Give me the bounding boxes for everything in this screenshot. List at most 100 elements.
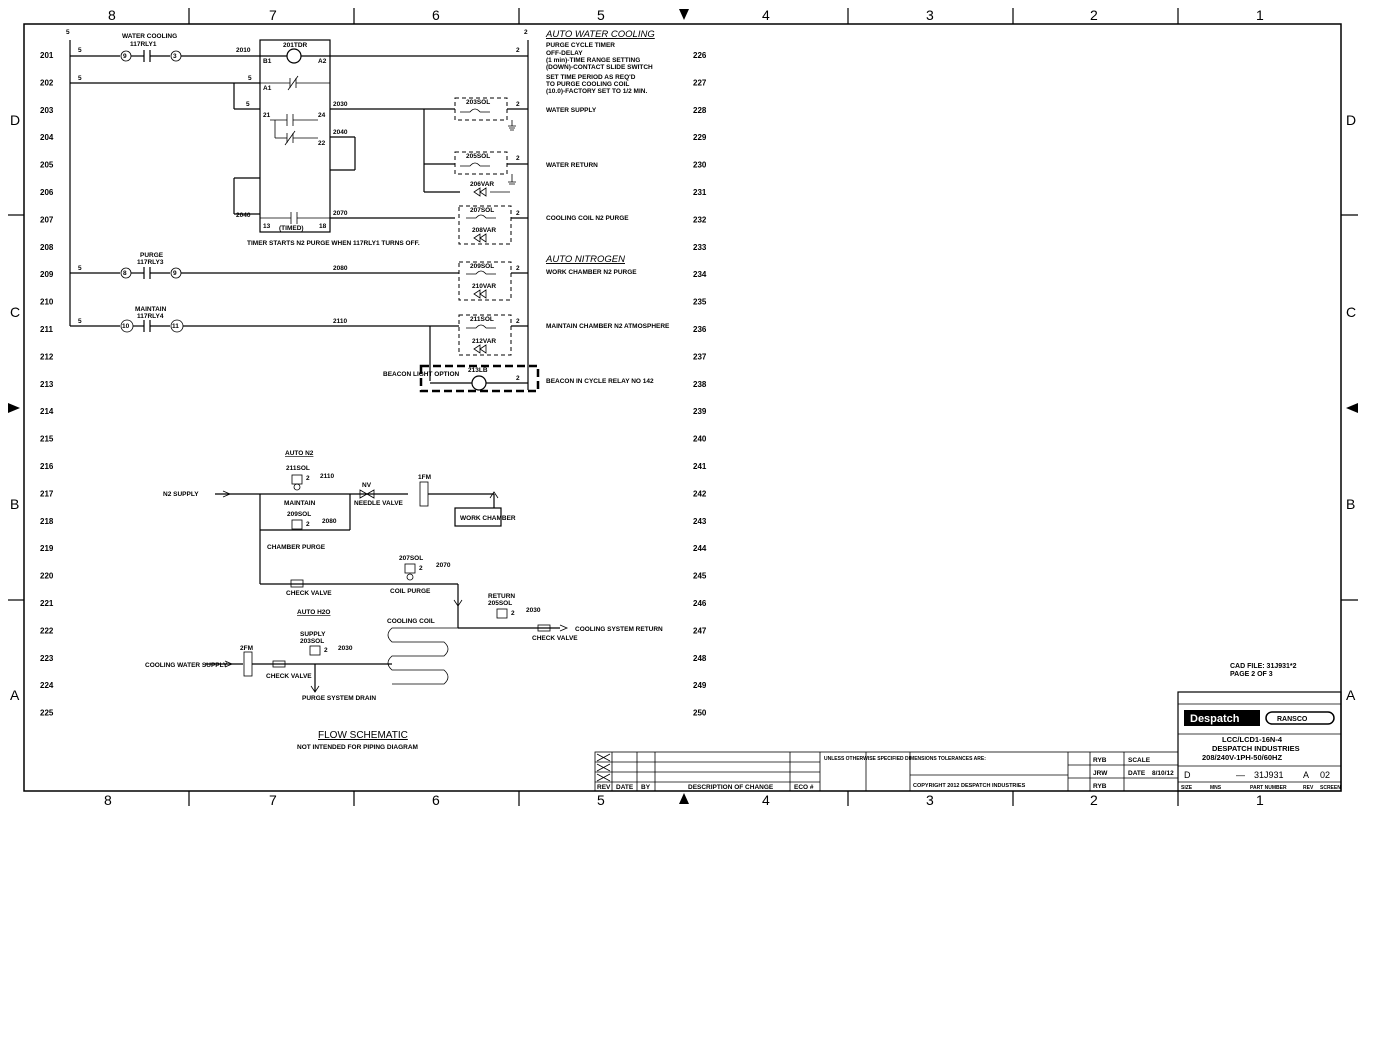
- company-name: Despatch: [1190, 713, 1240, 725]
- solenoid-valve-icon: [496, 608, 508, 619]
- solenoid-tag: 211SOL: [470, 316, 494, 323]
- flow-arrow-icon: [453, 599, 463, 607]
- date-label: DATE: [1128, 770, 1146, 777]
- drawing-border: [23, 23, 1342, 792]
- solenoid-box: [454, 151, 508, 175]
- zone-label: 5: [597, 7, 605, 23]
- zone-label: 2: [1090, 7, 1098, 23]
- auto-nitrogen-title: AUTO NITROGEN: [545, 254, 625, 265]
- rung-number: 226: [693, 51, 707, 60]
- copyright: COPYRIGHT 2012 DESPATCH INDUSTRIES: [913, 783, 1026, 789]
- solenoid-tag: 205SOL: [466, 153, 490, 160]
- flow-arrow-icon: [224, 660, 234, 668]
- needle-valve-label: NEEDLE VALVE: [354, 500, 404, 507]
- cooling-coil-label: COOLING COIL: [387, 618, 435, 625]
- check-valve-icon: [272, 660, 286, 668]
- zone-label: 7: [269, 792, 277, 808]
- rung-number: 224: [40, 681, 54, 690]
- zone-label: 3: [926, 792, 934, 808]
- rung-number: 230: [693, 161, 707, 170]
- flow-wire-tag: 2110: [320, 473, 334, 480]
- auto-n2-title: AUTO N2: [285, 450, 314, 457]
- rung-number: 237: [693, 352, 707, 361]
- rung-number: 202: [40, 78, 54, 87]
- note-line: (DOWN)-CONTACT SLIDE SWITCH: [546, 64, 653, 71]
- node-label: 5: [248, 75, 252, 82]
- flow-sol-tag: 211SOL: [286, 465, 310, 472]
- note-line: OFF-DELAY: [546, 50, 583, 57]
- flow-schematic-title: FLOW SCHEMATIC: [318, 730, 408, 741]
- node-label: 2: [516, 318, 520, 325]
- note-line: (1 min)-TIME RANGE SETTING: [546, 57, 640, 64]
- beacon-option-box: [419, 364, 540, 393]
- rung-number: 240: [693, 435, 707, 444]
- auto-h2o-title: AUTO H2O: [297, 609, 330, 616]
- diode-icon: [473, 187, 487, 197]
- cooling-coil-desc: COOLING COIL N2 PURGE: [546, 215, 629, 222]
- note-line: PURGE CYCLE TIMER: [546, 42, 615, 49]
- rung-number: 204: [40, 133, 54, 142]
- maintain-label: MAINTAIN: [284, 500, 316, 507]
- terminal-number: 3: [173, 53, 177, 60]
- coil-icon: [466, 214, 496, 219]
- rung-number: 212: [40, 352, 54, 361]
- date-value: 8/10/12: [1152, 770, 1174, 777]
- pin-label: A1: [263, 85, 272, 92]
- rung-number: 206: [40, 188, 54, 197]
- rung-number: 244: [693, 544, 707, 553]
- dwn-value: RYB: [1093, 757, 1107, 764]
- zone-label: 6: [432, 7, 440, 23]
- timer-coil-icon: [286, 48, 302, 64]
- diode-icon: [473, 344, 487, 354]
- rev-header: REV: [597, 784, 611, 791]
- rung-number: 250: [693, 709, 707, 718]
- node-label: 2: [516, 375, 520, 382]
- flow-pin: 2: [511, 610, 515, 617]
- flow-wire-tag: 2070: [436, 562, 451, 569]
- flow-schematic: AUTO N2 N2 SUPPLY 211SOL 2 2110 MAINTAIN…: [145, 450, 663, 751]
- zone-label: A: [1346, 687, 1356, 703]
- terminal-number: 11: [172, 323, 179, 330]
- rung-number: 235: [693, 298, 707, 307]
- rung-number: 234: [693, 270, 707, 279]
- cooling-water-supply-label: COOLING WATER SUPPLY: [145, 662, 228, 669]
- rung-numbers-left: 2012022032042052062072082092102112122132…: [40, 51, 54, 718]
- water-return-desc: WATER RETURN: [546, 162, 598, 169]
- rung-number: 223: [40, 654, 54, 663]
- work-chamber-box: [454, 507, 502, 527]
- relay-label: 117RLY1: [130, 41, 157, 48]
- solenoid-valve-icon: [309, 645, 321, 656]
- center-arrow-icon: [679, 793, 689, 804]
- rung-number: 229: [693, 133, 707, 142]
- rung-number: 231: [693, 188, 707, 197]
- flow-arrow-icon: [310, 685, 320, 693]
- chk-value: JRW: [1093, 770, 1108, 777]
- wire-label: 2010: [236, 47, 251, 54]
- node-label: 2: [516, 265, 520, 272]
- maintain-chamber-desc: MAINTAIN CHAMBER N2 ATMOSPHERE: [546, 323, 670, 330]
- beacon-tag: 213LB: [468, 367, 488, 374]
- coil-icon: [460, 108, 490, 113]
- model-text: LCC/LCD1-16N-4: [1222, 735, 1283, 744]
- wire-label: 2040: [236, 212, 251, 219]
- sheet-value: 02: [1320, 770, 1330, 780]
- rung-number: 236: [693, 325, 707, 334]
- diode-tag: 210VAR: [472, 283, 496, 290]
- timer-label: 201TDR: [283, 42, 308, 49]
- coil-icon: [466, 270, 496, 275]
- node-label: 2: [516, 210, 520, 217]
- flow-wire-tag: 2080: [322, 518, 337, 525]
- water-cooling-label: WATER COOLING: [122, 33, 177, 40]
- rung-number: 221: [40, 599, 54, 608]
- flow-wire-tag: 2030: [526, 607, 541, 614]
- nv-label: NV: [362, 482, 372, 489]
- brand-name: RANSCO: [1277, 716, 1308, 723]
- cooling-coil-icon: [387, 627, 458, 685]
- auto-water-title: AUTO WATER COOLING: [545, 29, 655, 40]
- pin-label: 18: [319, 223, 327, 230]
- needle-valve-icon: [359, 489, 375, 499]
- pin-label: A2: [318, 58, 327, 65]
- rung-number: 249: [693, 681, 707, 690]
- zone-label: 5: [597, 792, 605, 808]
